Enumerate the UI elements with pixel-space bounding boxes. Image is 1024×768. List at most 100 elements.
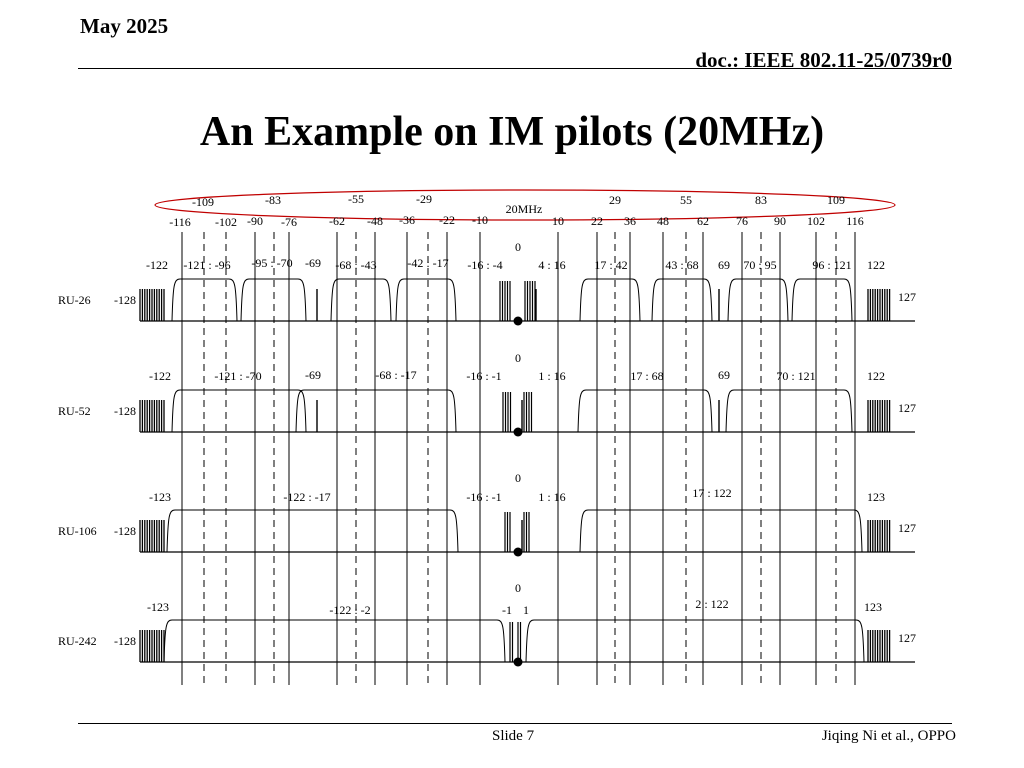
- pilot-top-label: -109: [192, 195, 214, 209]
- ru-range-label: 122: [867, 258, 885, 272]
- ru-range-label: -68 : -43: [335, 258, 376, 272]
- dc-dot: [513, 547, 523, 557]
- pilot-top-label: 109: [827, 193, 845, 207]
- ru-range-label: -69: [305, 368, 321, 382]
- ru-range-label: 2 : 122: [695, 597, 728, 611]
- ru-range-label: -123: [149, 490, 171, 504]
- pilot-bottom-label: -10: [472, 213, 488, 227]
- pilot-bottom-label: 36: [624, 214, 636, 228]
- dc-label: 0: [515, 351, 521, 365]
- ru-block: [725, 389, 853, 433]
- pilot-bottom-label: 76: [736, 214, 748, 228]
- ru-row-name: RU-52: [58, 404, 91, 418]
- ru-range-label: -16 : -4: [467, 258, 502, 272]
- pilot-top-label: 29: [609, 193, 621, 207]
- ru-range-label: 70 : 95: [743, 258, 776, 272]
- header-rule: [78, 68, 952, 69]
- pilot-bottom-label: -62: [329, 214, 345, 228]
- ru-right-edge-label: 127: [898, 290, 916, 304]
- pilot-ellipse: [154, 189, 896, 221]
- ru-range-label: 1: [523, 603, 529, 617]
- bandwidth-label: 20MHz: [506, 202, 543, 216]
- ru-right-edge-label: 127: [898, 521, 916, 535]
- ru-range-label: -69: [305, 256, 321, 270]
- ru-range-label: -122: [149, 369, 171, 383]
- ru-range-label: 17 : 68: [630, 369, 663, 383]
- ru-range-label: 122: [867, 369, 885, 383]
- ru-block: [577, 389, 713, 433]
- ru-range-label: -16 : -1: [466, 490, 501, 504]
- ru-block: [166, 509, 459, 553]
- ru-range-label: 4 : 16: [538, 258, 565, 272]
- pilot-bottom-label: -36: [399, 213, 415, 227]
- ru-block: [171, 278, 238, 322]
- pilot-bottom-label: 62: [697, 214, 709, 228]
- ru-block: [525, 619, 865, 663]
- ru-right-edge-label: 127: [898, 631, 916, 645]
- ru-range-label: 69: [718, 368, 730, 382]
- ru-row-ru-242: RU-242 -128 127 0 -123 -122 : -2 -1 1 2 : 122 123: [58, 581, 916, 667]
- ru-block: [330, 278, 392, 322]
- ru-range-label: -122 : -17: [283, 490, 330, 504]
- dc-dot: [513, 657, 523, 667]
- ru-block: [163, 619, 506, 663]
- ru-row-ru-106: RU-106 -128 127 0 -123 -122 : -17 -16 : -1 1 : …: [58, 471, 916, 557]
- ru-block: [727, 278, 789, 322]
- pilot-top-label: -83: [265, 193, 281, 207]
- ru-range-label: -95 : -70: [251, 256, 292, 270]
- ru-row-name: RU-26: [58, 293, 91, 307]
- ru-range-label: 96 : 121: [812, 258, 851, 272]
- pilot-bottom-label: 10: [552, 214, 564, 228]
- ru-range-label: 43 : 68: [665, 258, 698, 272]
- ru-range-label: -122: [146, 258, 168, 272]
- ru-range-label: -123: [147, 600, 169, 614]
- pilot-bottom-label: -116: [169, 215, 191, 229]
- header-date: May 2025: [80, 14, 169, 38]
- ru-range-label: -1: [502, 603, 512, 617]
- ru-block: [295, 389, 457, 433]
- slide-title: An Example on IM pilots (20MHz): [199, 109, 825, 155]
- ru-left-edge-label: -128: [114, 404, 136, 418]
- ru-block: [579, 509, 863, 553]
- ru-right-edge-label: 127: [898, 401, 916, 415]
- pilot-bottom-label: -90: [247, 214, 263, 228]
- ru-range-label: 17 : 122: [692, 486, 731, 500]
- ru-range-label: -122 : -2: [329, 603, 370, 617]
- ru-range-label: 70 : 121: [776, 369, 815, 383]
- pilot-top-label: 83: [755, 193, 767, 207]
- dc-label: 0: [515, 581, 521, 595]
- pilot-top-label: 55: [680, 193, 692, 207]
- ru-range-label: 123: [867, 490, 885, 504]
- ru-range-label: 1 : 16: [538, 490, 565, 504]
- ru-range-label: -16 : -1: [466, 369, 501, 383]
- ru-row-name: RU-242: [58, 634, 97, 648]
- ru-block: [651, 278, 713, 322]
- ru-range-label: -42 : -17: [407, 256, 448, 270]
- dc-label: 0: [515, 240, 521, 254]
- pilot-bottom-label: 90: [774, 214, 786, 228]
- pilot-bottom-label: 22: [591, 214, 603, 228]
- footer-rule: [78, 723, 952, 724]
- ru-row-name: RU-106: [58, 524, 97, 538]
- pilot-top-label: -55: [348, 192, 364, 206]
- dc-dot: [513, 316, 523, 326]
- pilot-bottom-label: -22: [439, 213, 455, 227]
- ru-range-label: 1 : 16: [538, 369, 565, 383]
- ru-range-label: 123: [864, 600, 882, 614]
- pilot-bottom-label: 102: [807, 214, 825, 228]
- ru-range-label: -68 : -17: [375, 368, 416, 382]
- dc-label: 0: [515, 471, 521, 485]
- pilot-bottom-label: 116: [846, 214, 864, 228]
- footer-author: Jiqing Ni et al., OPPO: [821, 728, 956, 744]
- pilot-bottom-label: -102: [215, 215, 237, 229]
- ru-block: [240, 278, 307, 322]
- ru-left-edge-label: -128: [114, 634, 136, 648]
- ru-left-edge-label: -128: [114, 524, 136, 538]
- pilot-top-label: -29: [416, 192, 432, 206]
- ru-block: [791, 278, 853, 322]
- ru-range-label: 17 : 42: [594, 258, 627, 272]
- pilot-bottom-label: 48: [657, 214, 669, 228]
